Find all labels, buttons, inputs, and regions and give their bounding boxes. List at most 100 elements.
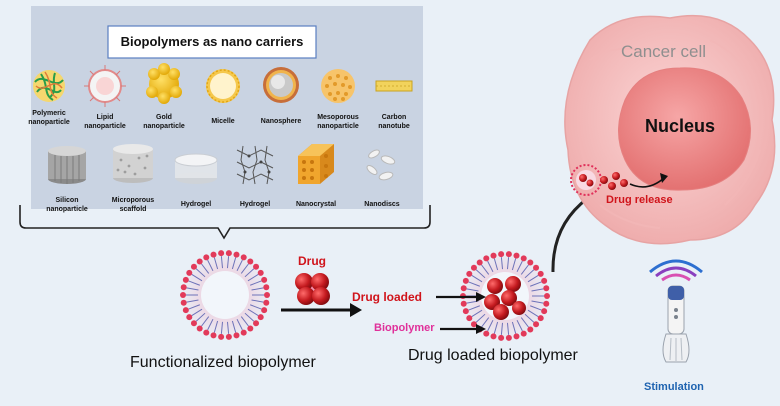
lipid-tail (529, 281, 542, 287)
lipid-tail (487, 319, 494, 332)
lipid-tail (487, 260, 494, 273)
lipid-head-outer (180, 299, 187, 306)
drug-label: Drug (298, 254, 326, 268)
lipid-head-outer (541, 277, 548, 284)
lipid-tail (247, 274, 259, 282)
release-arrow (629, 177, 665, 188)
polymeric-nanoparticle-icon (33, 70, 65, 102)
lipid-tail (220, 321, 224, 334)
hydrogel-block-icon (174, 153, 218, 184)
functionalized-liposome (180, 250, 270, 340)
cancer-cell-label: Cancer cell (621, 42, 707, 61)
lipid-tail (493, 321, 499, 334)
lipid-head-outer (210, 332, 217, 339)
label-micelle: Micelle (211, 118, 235, 125)
lipid-tail (481, 264, 490, 275)
lipid-head-outer (233, 251, 240, 258)
lipid-tail (506, 257, 510, 270)
lipid-tail (240, 263, 249, 274)
lipid-head-outer (476, 259, 483, 266)
lipid-head-outer (470, 264, 477, 271)
lipid-head-outer (541, 308, 548, 315)
carbon-nanotube-icon (375, 80, 413, 92)
lipid-tail (481, 317, 490, 328)
lipid-tail (527, 309, 539, 317)
lipid-tail (468, 281, 481, 287)
lipid-tail (471, 275, 483, 283)
lipid-tail (520, 317, 529, 328)
lipid-tail (249, 304, 262, 310)
lipid-head-outer (470, 321, 477, 328)
lipid-tail (231, 257, 237, 270)
lipid-tail (524, 313, 535, 323)
lipid-head-outer (527, 259, 534, 266)
lipid-tail (500, 257, 504, 270)
lipid-head-outer (490, 333, 497, 340)
lipid-tail (506, 322, 510, 335)
lipid-head-outer (533, 264, 540, 271)
lipid-tail (493, 258, 499, 271)
lipid-head-outer (466, 270, 473, 277)
lipid-head-outer (186, 314, 193, 321)
label-lipid-nanoparticle: Lipid nanoparticle (84, 114, 126, 130)
micelle-icon (206, 69, 240, 103)
lipid-head-outer (537, 315, 544, 322)
lipid-head-outer (513, 252, 520, 259)
lipid-tail (466, 288, 479, 292)
label-hydrogel-block: Hydrogel (180, 201, 212, 208)
nucleus-label: Nucleus (645, 116, 716, 136)
lipid-head-outer (180, 292, 186, 298)
lipid-head-outer (462, 308, 469, 315)
label-nanocrystal: Nanocrystal (295, 201, 337, 208)
lipid-tail (244, 312, 255, 322)
panel-title: Biopolymers as nano carriers (120, 34, 304, 49)
lipid-tail (511, 321, 517, 334)
microporous-scaffold-icon (113, 144, 153, 183)
lipid-tail (527, 275, 539, 283)
lipid-tail (240, 316, 249, 327)
lipid-head-outer (533, 321, 540, 328)
lipid-head-outer (233, 332, 240, 339)
lipid-tail (226, 321, 230, 334)
lipid-head-outer (527, 326, 534, 333)
label-hydrogel-network: Hydrogel (239, 201, 271, 208)
gold-nanoparticle-icon (146, 63, 182, 104)
lipid-head-outer (483, 255, 490, 262)
lipid-tail (516, 260, 523, 273)
lipid-head-outer (537, 270, 544, 277)
lipid-head-outer (261, 276, 268, 283)
lipid-tail (531, 288, 544, 292)
drug-loaded-label: Drug loaded (352, 290, 423, 304)
lipid-head-outer (180, 284, 187, 291)
lipid-head-outer (513, 333, 520, 340)
lipid-head-outer (490, 252, 497, 259)
lipid-tail (468, 305, 481, 311)
lipid-head-outer (203, 329, 210, 336)
lipid-tail (188, 304, 201, 310)
panel-bracket (19, 205, 431, 240)
drug-loaded-liposome (459, 250, 551, 342)
label-polymeric-nanoparticle: Polymeric nanoparticle (28, 110, 70, 126)
lipid-head-outer (543, 300, 550, 307)
label-silicon-nanoparticle: Silicon nanoparticle (46, 197, 88, 213)
lipid-head-outer (520, 330, 527, 337)
lipid-tail (520, 264, 529, 275)
stimulation-device (649, 259, 703, 363)
lipid-tail (231, 320, 237, 333)
lipid-tail (236, 318, 243, 331)
lipid-tail (524, 269, 535, 279)
lipid-tail (191, 274, 203, 282)
label-carbon-nanotube: Carbon nanotube (378, 114, 410, 130)
label-mesoporous-nanoparticle: Mesoporous nanoparticle (317, 114, 359, 130)
lipid-head-outer (462, 277, 469, 284)
lipid-tail (475, 269, 486, 279)
lipid-head-outer (544, 293, 550, 299)
lipid-head-outer (483, 330, 490, 337)
lipid-tail (516, 319, 523, 332)
functionalized-biopolymer-label: Functionalized biopolymer (130, 354, 316, 371)
lipid-head-outer (190, 263, 197, 270)
drug-cluster (295, 273, 330, 305)
drug-release-label: Drug release (606, 194, 673, 206)
lipid-head-outer (543, 285, 550, 292)
